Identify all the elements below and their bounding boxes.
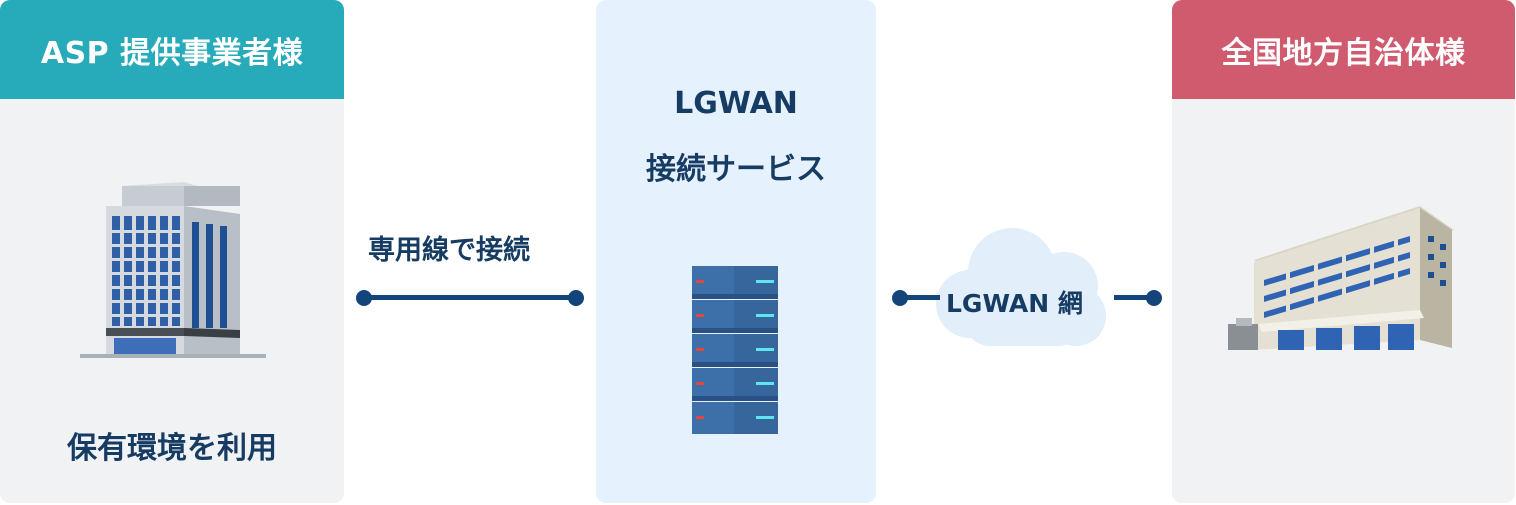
lgwan-endpoint-right (1146, 290, 1162, 306)
server-rack-icon (692, 266, 778, 434)
lgwan-connection-service-panel: LGWAN 接続サービス (596, 0, 876, 503)
center-title-line2: 接続サービス (646, 152, 826, 187)
lgwan-endpoint-left (892, 290, 908, 306)
asp-provider-caption: 保有環境を利用 (67, 431, 277, 466)
dedicated-line-label: 専用線で接続 (368, 235, 530, 266)
dedicated-line-endpoint-left (356, 290, 372, 306)
center-title-line1: LGWAN (674, 86, 798, 121)
local-governments-panel: 全国地方自治体様 (1172, 0, 1515, 503)
local-governments-header: 全国地方自治体様 (1172, 0, 1515, 99)
asp-provider-panel: ASP 提供事業者様 (0, 0, 344, 503)
dedicated-line-endpoint-right (568, 290, 584, 306)
lgwan-line-left (900, 295, 940, 300)
lgwan-network-label: LGWAN 網 (946, 289, 1083, 318)
government-building-icon (1228, 206, 1454, 350)
dedicated-line (364, 295, 576, 300)
office-building-icon (80, 182, 266, 358)
cloud-icon (936, 228, 1106, 346)
lgwan-line-right (1114, 295, 1154, 300)
asp-provider-header: ASP 提供事業者様 (0, 0, 344, 99)
